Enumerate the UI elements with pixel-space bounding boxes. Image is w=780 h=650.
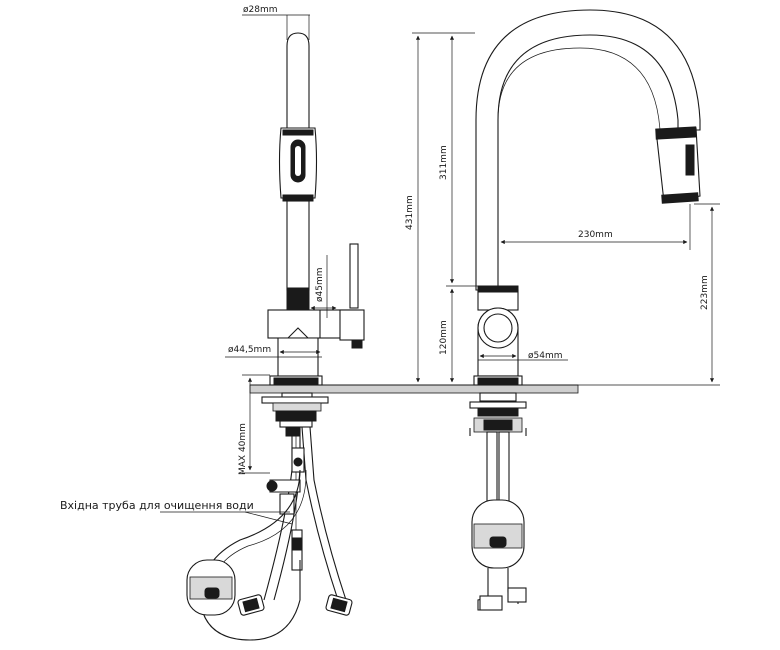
front-gooseneck-spout [475,9,701,291]
label-base-diameter-side: ø44,5mm [228,345,271,355]
front-body [477,289,519,311]
countertop-section [249,384,579,394]
faucet-front-view [469,9,701,611]
label-filtered-water-inlet: Вхідна труба для очищення води [60,499,254,512]
supply-hose-left [263,427,293,601]
label-spout-diameter: ø28mm [243,5,278,15]
label-body-diameter: ø45mm [315,268,325,303]
label-max-deck-thickness: MAX 40mm [238,423,248,475]
label-base-diameter-front: ø54mm [528,351,563,361]
label-total-height: 431mm [405,195,415,230]
supply-hose-right [301,426,339,601]
side-lever-handle [349,243,359,309]
label-spout-height: 311mm [439,145,449,180]
label-spout-reach: 230mm [578,230,613,240]
label-body-height: 120mm [439,320,449,355]
dimension-labels: ø28mm ø45mm ø44,5mm ø54mm 431mm 311mm 12… [60,5,710,512]
faucet-side-view [186,32,365,641]
label-clearance-height: 223mm [700,275,710,310]
dimension-lines [160,14,720,525]
side-spout-tube [286,32,310,129]
